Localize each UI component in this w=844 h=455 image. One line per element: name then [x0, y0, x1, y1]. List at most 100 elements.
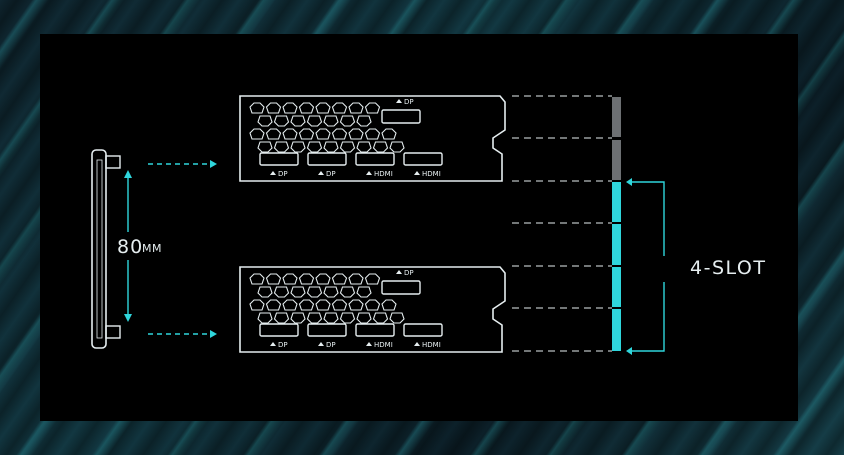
vent-hole — [298, 102, 315, 114]
bracket-outline — [239, 266, 506, 353]
gpu-bracket-2: DP DP DP HDMI HDMI — [239, 266, 506, 353]
mount-tab-bottom — [105, 325, 121, 339]
vent-hole — [389, 141, 405, 153]
vent-hole — [249, 273, 265, 285]
top-dp-label: DP — [404, 269, 414, 277]
port-arrow — [318, 171, 324, 175]
vent-hole — [356, 286, 372, 298]
vent-hole — [306, 286, 323, 298]
slot-bracket — [632, 181, 665, 352]
vent-hole — [315, 102, 331, 114]
vent-hole — [331, 102, 348, 114]
dimension-arrow-top — [124, 170, 132, 178]
vent-hole — [381, 299, 397, 311]
vent-hole — [273, 312, 290, 324]
cooler-inner — [96, 159, 103, 339]
connector-arrow-2 — [210, 330, 217, 338]
vent-hole — [282, 299, 298, 311]
vent-hole — [364, 273, 381, 285]
slot-bar-accent — [612, 182, 621, 222]
vent-hole — [323, 286, 339, 298]
port-arrow — [414, 342, 420, 346]
vent-hole — [298, 128, 315, 140]
io-port — [307, 323, 347, 337]
vent-hole — [389, 312, 405, 324]
vent-hole — [323, 115, 339, 127]
port-label: HDMI — [374, 341, 393, 349]
vent-hole — [356, 141, 372, 153]
port-arrow — [318, 342, 324, 346]
vent-hole — [331, 299, 348, 311]
slot-bar-grey — [612, 140, 621, 180]
vent-hole — [249, 128, 265, 140]
vent-hole — [339, 115, 356, 127]
vent-hole — [257, 286, 273, 298]
vent-hole — [265, 128, 282, 140]
vent-hole — [290, 141, 306, 153]
port-label: DP — [278, 170, 288, 178]
vent-hole — [265, 102, 282, 114]
vent-hole — [339, 286, 356, 298]
vent-hole — [298, 273, 315, 285]
vent-hole — [315, 299, 331, 311]
vent-hole — [282, 102, 298, 114]
port-label: HDMI — [422, 170, 441, 178]
port-label: DP — [278, 341, 288, 349]
vent-hole — [331, 273, 348, 285]
slot-bar-accent — [612, 267, 621, 307]
vent-hole — [381, 128, 397, 140]
vent-hole — [265, 273, 282, 285]
vent-hole — [348, 102, 364, 114]
vent-hole — [282, 273, 298, 285]
port-arrow — [270, 342, 276, 346]
bracket-outline — [239, 95, 506, 182]
vent-hole — [331, 128, 348, 140]
slot-bar-accent — [612, 224, 621, 265]
slot-bar-grey — [612, 97, 621, 137]
vent-hole — [348, 273, 364, 285]
port-label: DP — [326, 341, 336, 349]
vent-hole — [298, 299, 315, 311]
vent-hole — [249, 299, 265, 311]
vent-hole — [356, 115, 372, 127]
io-port — [403, 323, 443, 337]
top-dp-arrow — [396, 99, 402, 103]
vent-hole — [273, 115, 290, 127]
vent-hole — [348, 128, 364, 140]
vent-hole — [257, 141, 273, 153]
io-port — [307, 152, 347, 166]
diagram-panel — [40, 34, 798, 421]
slot-bracket-arrow-top — [626, 178, 632, 186]
dimension-unit: MM — [142, 242, 162, 255]
vent-hole — [348, 299, 364, 311]
io-port — [259, 152, 299, 166]
vent-hole — [290, 286, 306, 298]
vent-hole — [315, 128, 331, 140]
vent-hole — [364, 102, 381, 114]
vent-hole — [315, 273, 331, 285]
vent-hole — [372, 312, 389, 324]
vent-hole — [290, 115, 306, 127]
port-arrow — [366, 171, 372, 175]
slot-count-label: 4-SLOT — [690, 257, 767, 279]
vent-hole — [257, 115, 273, 127]
vent-hole — [323, 312, 339, 324]
port-label: HDMI — [422, 341, 441, 349]
vent-hole — [356, 312, 372, 324]
vent-hole — [364, 128, 381, 140]
vent-hole — [364, 299, 381, 311]
cooler-frame — [91, 149, 107, 349]
vent-hole — [290, 312, 306, 324]
vent-hole — [339, 141, 356, 153]
mount-tab-top — [105, 155, 121, 169]
vent-hole — [323, 141, 339, 153]
vent-hole — [273, 141, 290, 153]
top-dp-arrow — [396, 270, 402, 274]
vent-hole — [282, 128, 298, 140]
slot-bracket-arrow-bottom — [626, 347, 632, 355]
io-port — [259, 323, 299, 337]
port-arrow — [414, 171, 420, 175]
top-dp-port — [381, 109, 421, 124]
